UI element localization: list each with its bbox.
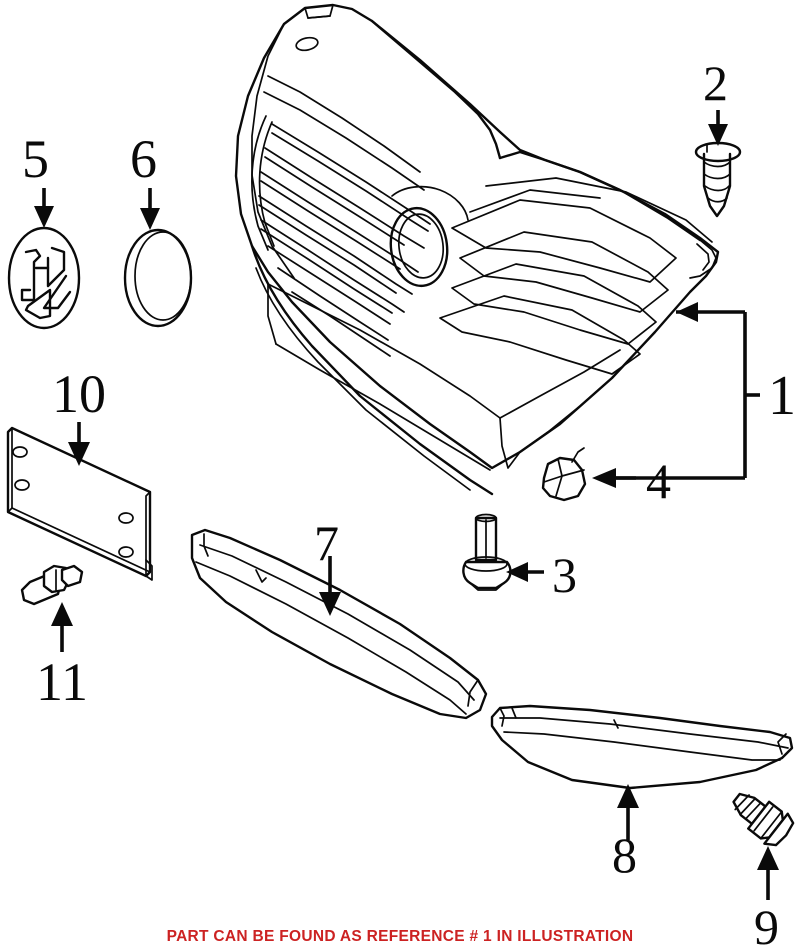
molding-left-body — [190, 528, 488, 720]
callout-label-11: 11 — [36, 652, 88, 712]
callout-7-leader — [319, 556, 341, 616]
molding-right-body — [490, 704, 794, 790]
callout-3-leader — [506, 562, 544, 582]
clip-body — [541, 456, 587, 502]
part-self-tapping-screw — [732, 792, 795, 847]
callout-label-10: 10 — [52, 364, 106, 424]
bracket-hole-1 — [12, 446, 28, 458]
callout-6-leader — [140, 188, 160, 230]
bolt-flange — [462, 560, 512, 590]
callout-label-2: 2 — [703, 55, 728, 111]
cap-inner-face — [134, 231, 192, 321]
part-lower-molding-left — [190, 528, 488, 720]
grille-emblem-recess — [389, 206, 449, 288]
callout-label-6: 6 — [130, 129, 157, 189]
callout-5-leader — [34, 188, 54, 228]
callout-label-1: 1 — [768, 365, 796, 427]
grille-locator-dimple — [295, 36, 319, 52]
part-plate-screw-stud — [20, 564, 84, 606]
callout-8-leader — [617, 784, 639, 840]
callout-label-3: 3 — [552, 547, 577, 603]
part-license-plate-bracket — [6, 426, 153, 581]
callout-11-leader — [51, 602, 73, 652]
stud-tip — [60, 564, 84, 588]
callout-10-leader — [68, 422, 90, 466]
callout-label-5: 5 — [22, 129, 49, 189]
bracket-hole-2 — [14, 479, 30, 491]
bracket-hole-3 — [118, 512, 134, 524]
bracket-hole-4 — [118, 546, 134, 558]
callout-2-leader — [708, 110, 728, 146]
part-retainer-clip — [541, 447, 587, 502]
callout-label-8: 8 — [612, 827, 637, 883]
part-grille-assembly — [234, 3, 720, 496]
callout-label-4: 4 — [646, 453, 671, 509]
callout-4-leader — [592, 468, 636, 488]
reference-note: PART CAN BE FOUND AS REFERENCE # 1 IN IL… — [166, 928, 634, 945]
part-emblem-cover-cap — [123, 228, 193, 328]
callout-9-leader — [757, 846, 779, 900]
part-emblem-badge — [7, 226, 81, 330]
callout-label-7: 7 — [314, 515, 339, 571]
part-flange-bolt — [462, 513, 512, 591]
part-lower-molding-right — [490, 704, 794, 790]
emblem-glyph — [20, 246, 72, 320]
part-ribbed-push-pin — [694, 141, 742, 218]
callout-label-9: 9 — [754, 899, 779, 952]
screw-flange-washer — [763, 812, 795, 847]
emblem-outer-ring — [7, 226, 81, 330]
